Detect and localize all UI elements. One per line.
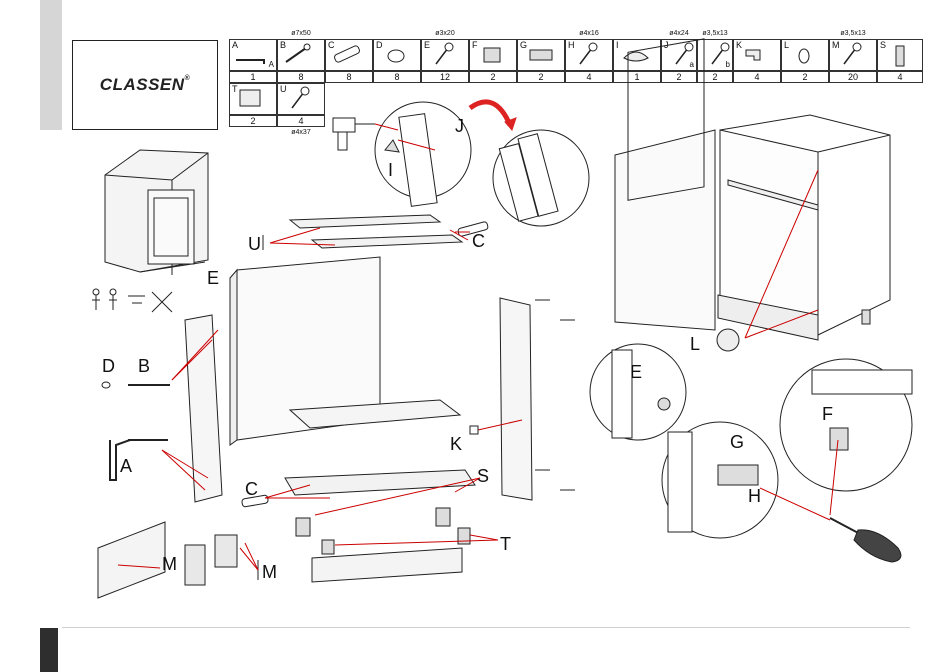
label-screw-e-detail: E — [630, 362, 642, 382]
label-dowel-bottom: C — [245, 479, 258, 499]
leg-detail-icon — [185, 545, 205, 585]
label-handle-screw: J — [455, 116, 464, 136]
label-hinge: G — [730, 432, 744, 452]
label-screw-e: E — [207, 268, 219, 288]
cabinet-preview-icon — [105, 150, 208, 275]
label-handle: I — [388, 160, 393, 180]
label-dowel-top: C — [472, 231, 485, 251]
label-cap: D — [102, 356, 115, 376]
label-bumper: L — [690, 334, 700, 354]
flip-arrow-icon — [470, 102, 510, 125]
label-screw-u: U — [248, 234, 261, 254]
label-mounting-plate: F — [822, 404, 833, 424]
label-allen-key: A — [120, 456, 132, 476]
hinge-icon — [718, 465, 758, 485]
label-screw-m-right: M — [262, 562, 277, 582]
screwdriver-icon — [830, 518, 901, 562]
two-persons-icon — [92, 289, 117, 310]
bumper-icon — [717, 329, 739, 351]
tools-icon — [128, 296, 145, 303]
label-hinge-screw: H — [748, 486, 761, 506]
hinge-plate-icon — [830, 428, 848, 450]
leg-icon — [296, 508, 470, 554]
label-screw-m-left: M — [162, 554, 177, 574]
assembled-cabinet-icon — [615, 39, 890, 340]
label-plinth-clip: T — [500, 534, 511, 554]
drill-icon — [333, 118, 375, 150]
label-leg: S — [477, 466, 489, 486]
label-long-screw: B — [138, 356, 150, 376]
no-power-tool-icon — [152, 292, 172, 312]
label-shelf-support: K — [450, 434, 462, 454]
detail-circle-shelf — [590, 344, 686, 440]
handle-icon — [385, 140, 399, 152]
